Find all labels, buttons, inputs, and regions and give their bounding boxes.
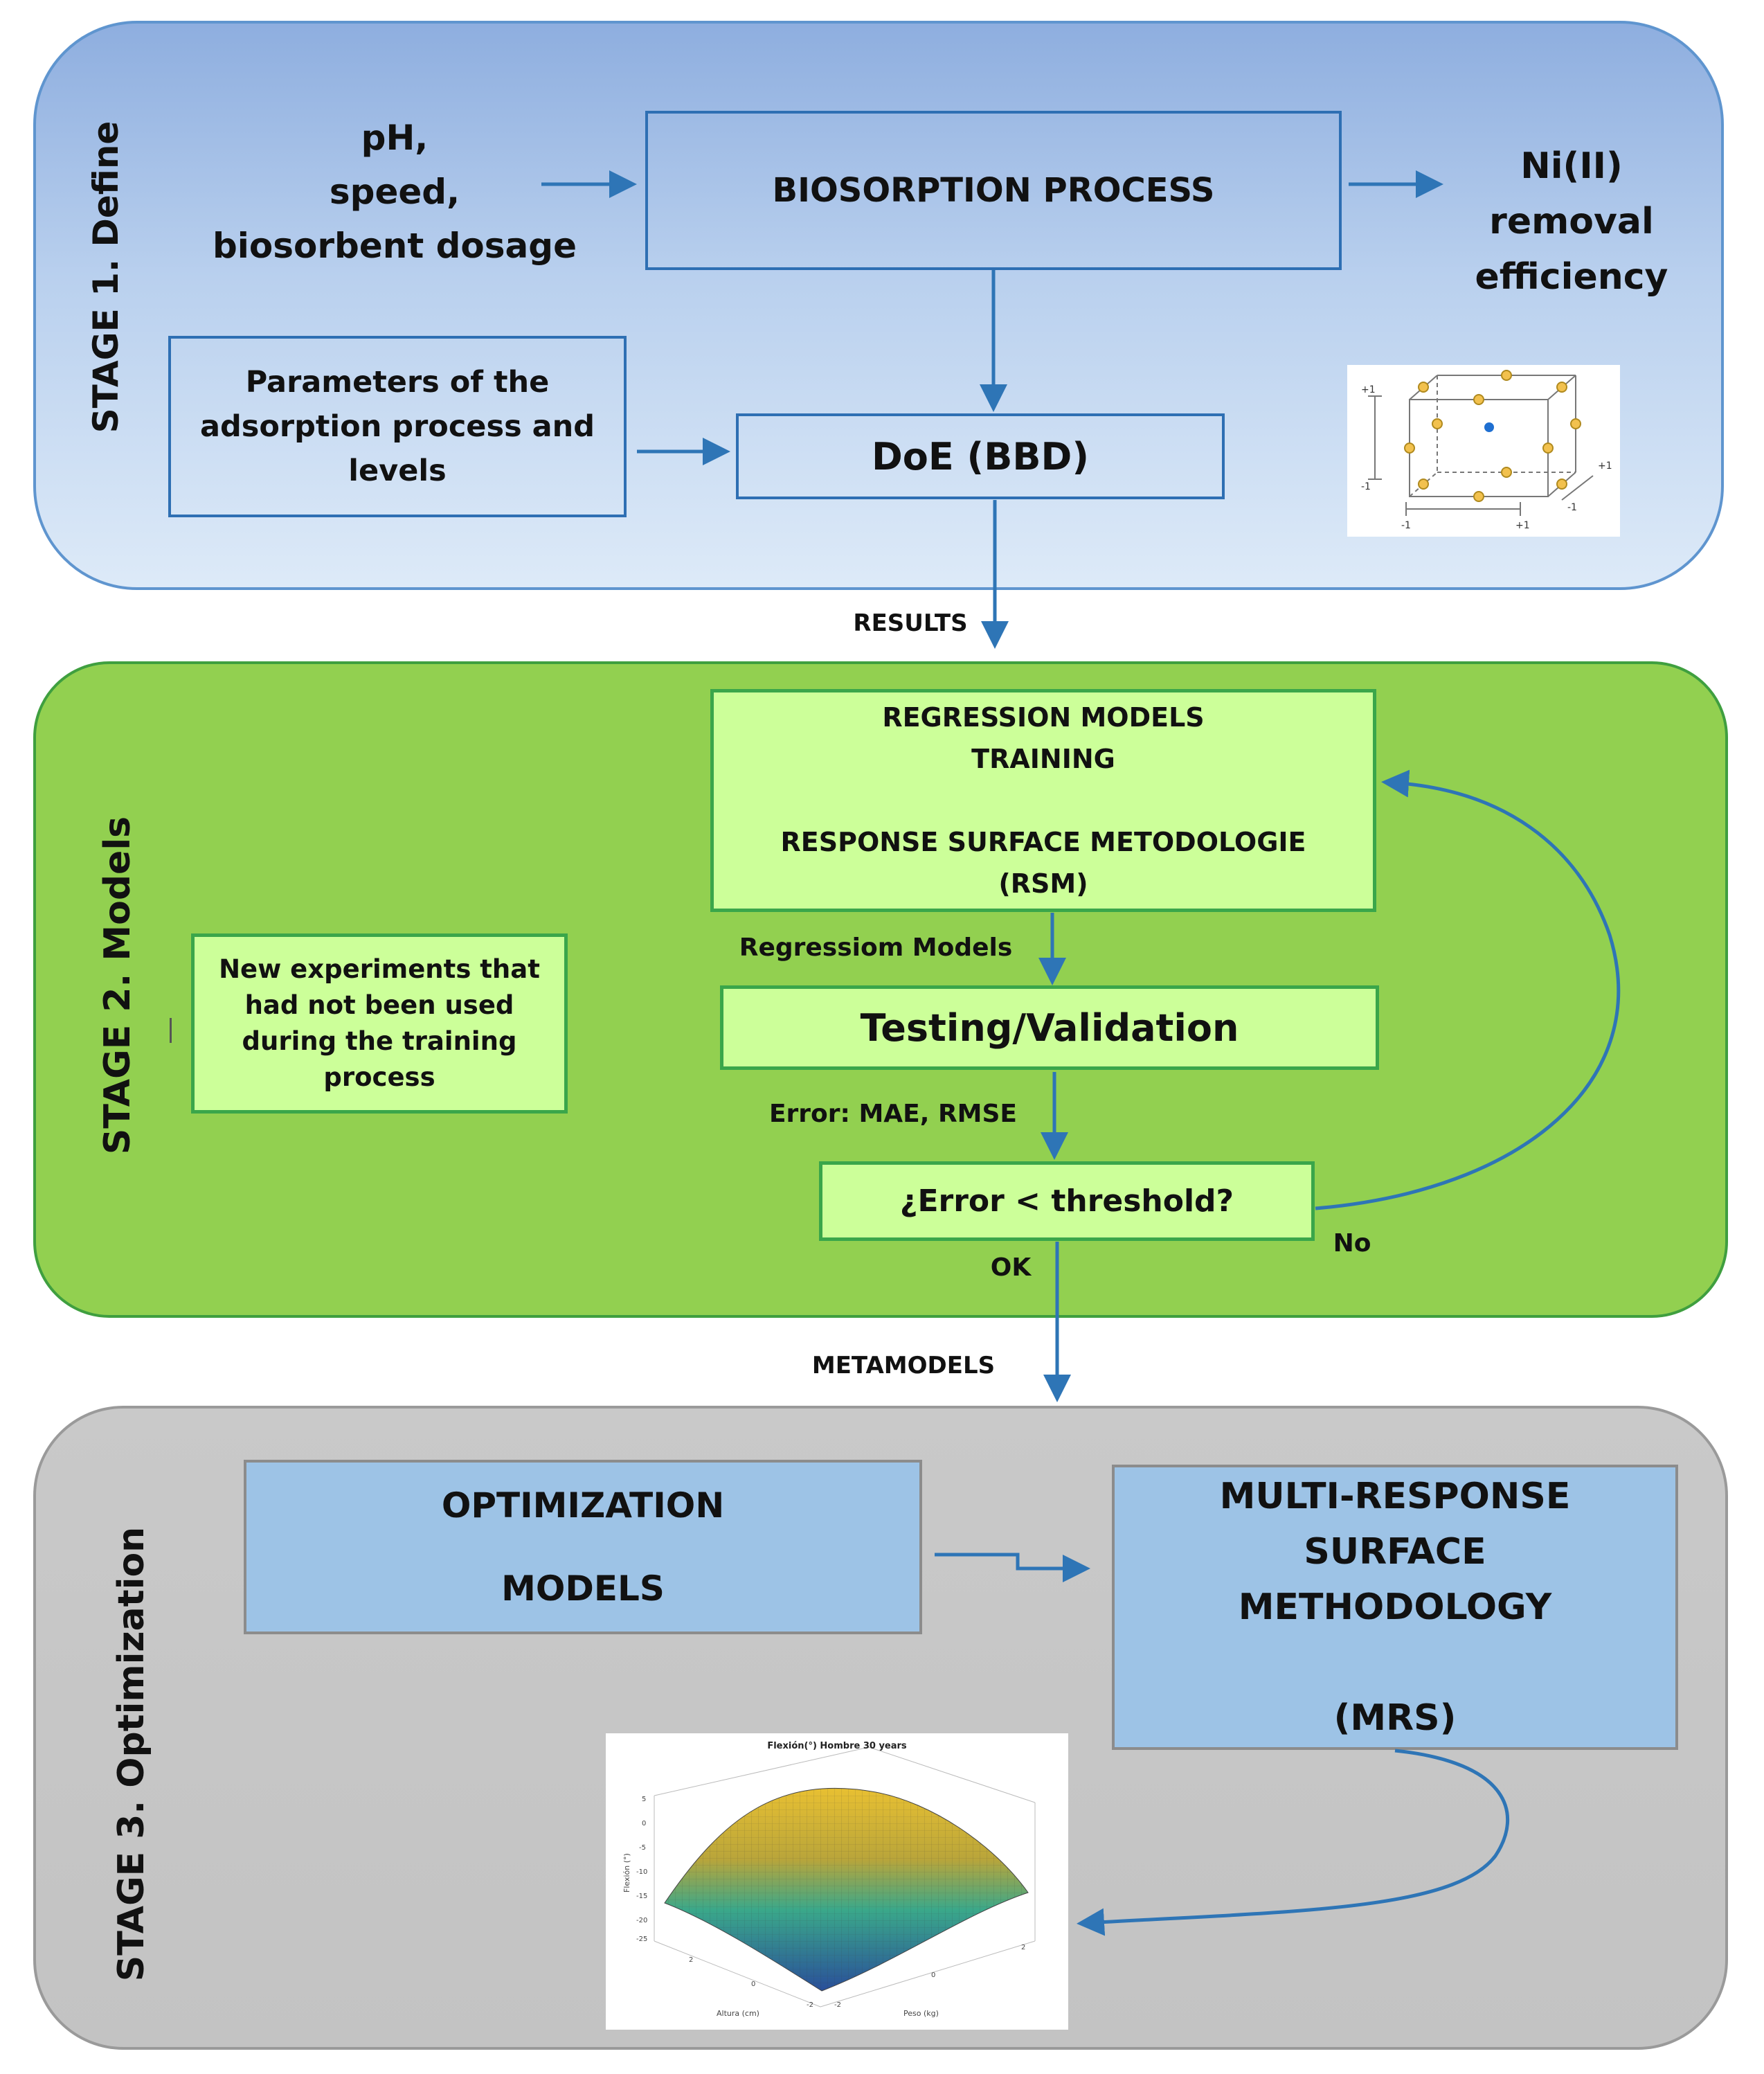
- plot-xlabel: Altura (cm): [717, 2009, 759, 2018]
- new-experiments-box: New experiments that had not been used d…: [191, 933, 568, 1114]
- optimization-models-box: OPTIMIZATION MODELS: [244, 1460, 922, 1634]
- cube-axis-z-neg: -1: [1567, 502, 1577, 513]
- output-text: Ni(II) removal efficiency: [1475, 145, 1668, 298]
- plot-ztick: -10: [636, 1868, 647, 1876]
- arrow-optimization-to-mrs: [935, 1553, 1090, 1582]
- plot-ztick: -15: [636, 1893, 647, 1900]
- metamodels-label: METAMODELS: [811, 1352, 996, 1379]
- plot-ytick: 0: [931, 1972, 935, 1979]
- parameters-label: Parameters of the adsorption process and…: [199, 365, 595, 488]
- plot-ztick: 0: [642, 1820, 646, 1827]
- response-surface-plot: Flexión(°) Hombre 30 years 5 0 -5 -10 -1…: [606, 1733, 1068, 2030]
- plot-xtick: 2: [689, 1956, 693, 1964]
- plot-ztick: -20: [636, 1917, 647, 1924]
- plot-ztick: -5: [639, 1844, 646, 1852]
- plot-title: Flexión(°) Hombre 30 years: [767, 1741, 907, 1751]
- plot-ylabel: Peso (kg): [903, 2009, 939, 2018]
- connector-mark: [170, 1018, 172, 1043]
- cube-axis-x-right: +1: [1515, 520, 1530, 531]
- input-variables-text: pH, speed, biosorbent dosage: [212, 118, 577, 266]
- mrs-label: MULTI-RESPONSE SURFACE METHODOLOGY (MRS): [1219, 1476, 1571, 1739]
- threshold-label: ¿Error < threshold?: [899, 1183, 1234, 1219]
- testing-validation-box: Testing/Validation: [720, 985, 1379, 1070]
- new-experiments-label: New experiments that had not been used d…: [219, 954, 540, 1092]
- no-label: No: [1333, 1229, 1371, 1258]
- cube-axis-z-pos: +1: [1598, 461, 1612, 472]
- optimization-models-label: OPTIMIZATION MODELS: [441, 1485, 725, 1609]
- plot-ztick: 5: [642, 1796, 646, 1803]
- plot-xtick: 0: [751, 1981, 755, 1988]
- doe-label: DoE (BBD): [871, 434, 1090, 479]
- plot-ytick: -2: [834, 2001, 841, 2009]
- training-box: REGRESSION MODELS TRAINING RESPONSE SURF…: [710, 689, 1376, 912]
- doe-box: DoE (BBD): [736, 413, 1225, 499]
- training-label: REGRESSION MODELS TRAINING RESPONSE SURF…: [780, 702, 1306, 899]
- biosorption-process-box: BIOSORPTION PROCESS: [645, 111, 1342, 270]
- regression-models-label: Regressiom Models: [739, 933, 1013, 962]
- cube-axis-top: +1: [1361, 384, 1376, 395]
- error-metrics-label: Error: MAE, RMSE: [768, 1100, 1018, 1128]
- plot-zlabel: Flexión (°): [622, 1853, 631, 1893]
- arrow-no-loop-back: [1315, 769, 1621, 1210]
- testing-validation-label: Testing/Validation: [860, 1005, 1239, 1050]
- mrs-box: MULTI-RESPONSE SURFACE METHODOLOGY (MRS): [1112, 1465, 1678, 1750]
- response-surface-graphic: Flexión(°) Hombre 30 years 5 0 -5 -10 -1…: [622, 1741, 1036, 2018]
- bbd-cube-graphic: +1 -1 -1 +1 +1 -1: [1361, 370, 1612, 531]
- parameters-box: Parameters of the adsorption process and…: [168, 336, 627, 517]
- threshold-box: ¿Error < threshold?: [819, 1161, 1315, 1241]
- plot-ytick: 2: [1021, 1944, 1025, 1951]
- results-label: RESULTS: [853, 609, 968, 637]
- cube-axis-x-left: -1: [1401, 520, 1411, 531]
- arrow-mrs-to-plot: [1077, 1749, 1510, 1936]
- bbd-cube-image: +1 -1 -1 +1 +1 -1: [1347, 365, 1620, 537]
- cube-axis-bottom: -1: [1361, 481, 1371, 492]
- plot-ztick: -25: [636, 1936, 647, 1943]
- ok-label: OK: [990, 1253, 1032, 1282]
- plot-xtick: -2: [807, 2001, 813, 2009]
- biosorption-process-label: BIOSORPTION PROCESS: [772, 171, 1215, 210]
